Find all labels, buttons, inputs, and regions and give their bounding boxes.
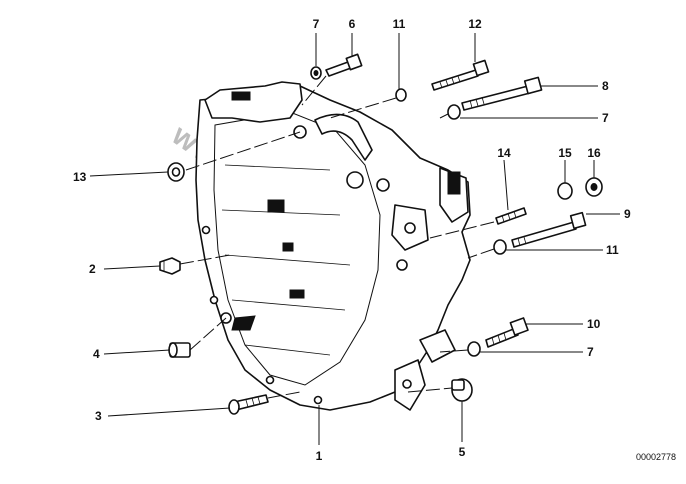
- washer-7-top: [310, 66, 322, 80]
- callout-6: 6: [349, 17, 356, 31]
- callout-10: 10: [587, 317, 601, 331]
- callout-15: 15: [558, 146, 572, 160]
- callout-4: 4: [93, 347, 100, 361]
- sleeve-4: [168, 342, 191, 358]
- callout-7-top: 7: [313, 17, 320, 31]
- nut-13: [167, 162, 185, 182]
- washer-7-lower: [467, 341, 481, 357]
- callout-3: 3: [95, 409, 102, 423]
- callout-14: 14: [497, 146, 511, 160]
- bolt-6: [325, 53, 363, 77]
- plug-2: [159, 257, 181, 275]
- callout-13: 13: [73, 170, 87, 184]
- callout-2: 2: [89, 262, 96, 276]
- bolt-12: [431, 59, 490, 91]
- callout-11-top: 11: [393, 17, 406, 31]
- bolt-8: [461, 76, 543, 111]
- callout-12: 12: [468, 17, 482, 31]
- transmission-housing: [195, 81, 471, 411]
- callout-5: 5: [459, 445, 466, 459]
- callout-16: 16: [587, 146, 601, 160]
- reference-number: 00002778: [636, 452, 676, 462]
- washer-11-top: [395, 88, 407, 102]
- callout-11-lower: 11: [606, 243, 619, 257]
- bolt-3: [228, 394, 269, 415]
- washer-15: [557, 182, 573, 200]
- callout-8: 8: [602, 79, 609, 93]
- washer-7-mid: [447, 104, 461, 120]
- washer-11-lower: [493, 239, 507, 255]
- callout-9: 9: [624, 207, 631, 221]
- bolt-9: [511, 211, 587, 248]
- callout-1: 1: [316, 449, 323, 463]
- plug-5: [451, 378, 473, 402]
- nut-16: [585, 177, 603, 197]
- callout-7-mid: 7: [602, 111, 609, 125]
- callout-7-lower: 7: [587, 345, 594, 359]
- stud-14: [495, 207, 527, 225]
- bolt-10: [485, 317, 529, 348]
